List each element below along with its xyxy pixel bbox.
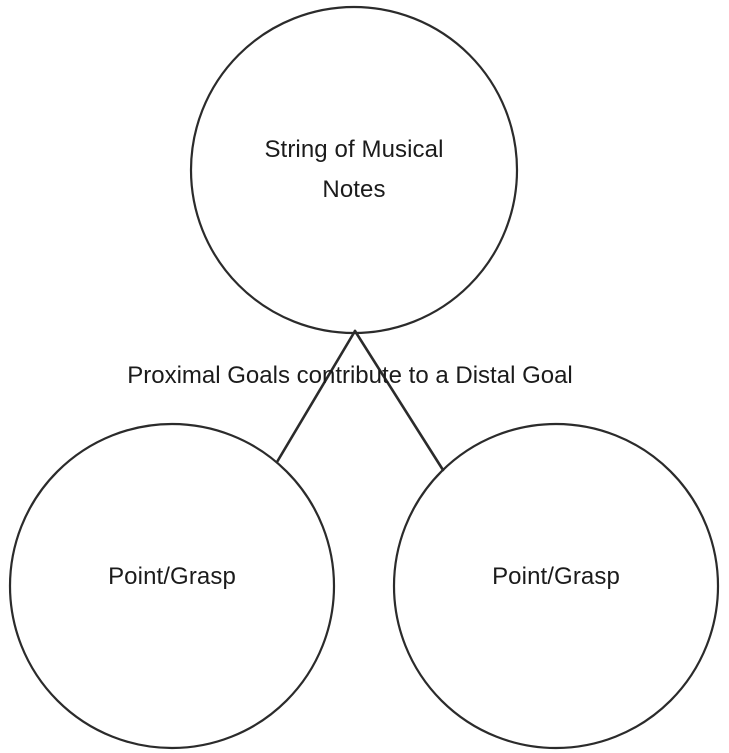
node-circle-proximal-goal-right[interactable]: [392, 422, 720, 750]
node-circle-proximal-goal-left[interactable]: [8, 422, 336, 750]
edge-line-left: [275, 329, 357, 464]
edge-line-right: [353, 329, 445, 472]
node-circle-distal-goal[interactable]: [189, 5, 519, 335]
